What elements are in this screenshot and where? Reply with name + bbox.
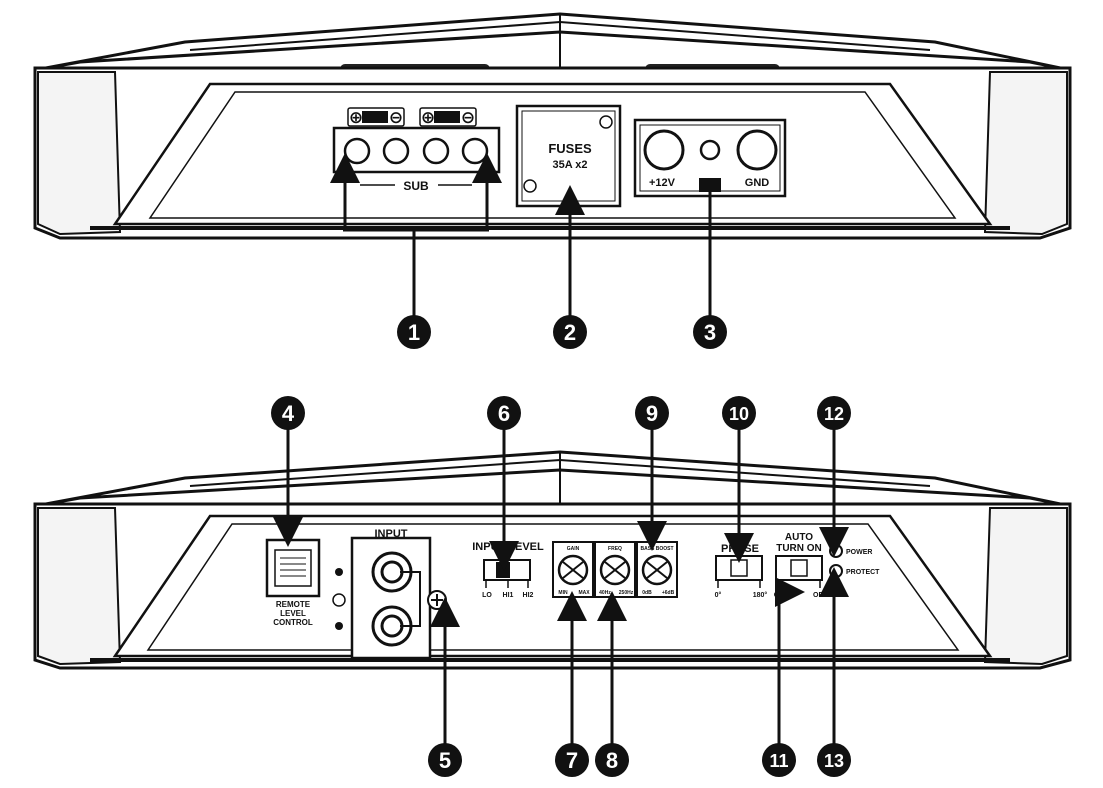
- svg-text:2: 2: [564, 320, 576, 345]
- knob-freq[interactable]: FREQ 40Hz 250Hz: [594, 541, 636, 598]
- auto-label-1: AUTO: [785, 532, 813, 543]
- remote-label-1: REMOTE: [276, 600, 311, 609]
- remote-label-3: CONTROL: [273, 618, 313, 627]
- svg-text:250Hz: 250Hz: [619, 590, 634, 596]
- callout-5: 5: [428, 743, 462, 777]
- remote-level-jack[interactable]: REMOTE LEVEL CONTROL: [265, 538, 321, 627]
- remote-terminal[interactable]: [699, 139, 721, 161]
- bottom-callout-leaders: [273, 428, 849, 744]
- callout-3: 3: [693, 315, 727, 349]
- svg-text:7: 7: [566, 748, 578, 773]
- fuses-title: FUSES: [548, 141, 592, 156]
- callout-2: 2: [553, 315, 587, 349]
- svg-text:10: 10: [729, 404, 749, 424]
- terminal-plus-1: ⊕: [349, 108, 363, 127]
- input-level-opt-hi1: HI1: [503, 592, 514, 599]
- input-screw-2: [332, 593, 346, 607]
- callout-1: 1: [397, 315, 431, 349]
- svg-text:40Hz: 40Hz: [599, 590, 611, 596]
- svg-text:13: 13: [824, 751, 844, 771]
- knob-bass-boost[interactable]: BASS BOOST 0dB +6dB: [636, 541, 678, 598]
- svg-text:0dB: 0dB: [642, 590, 652, 596]
- terminal-plus-2: ⊕: [421, 108, 435, 127]
- svg-text:5: 5: [439, 748, 451, 773]
- power-12v-label: +12V: [649, 177, 676, 189]
- svg-text:4: 4: [282, 401, 295, 426]
- input-screw-1: [335, 568, 343, 576]
- remote-label-2: LEVEL: [280, 609, 306, 618]
- svg-text:9: 9: [646, 401, 658, 426]
- input-level-label: INPUT LEVEL: [472, 541, 544, 553]
- top-callout-leaders: [330, 153, 721, 316]
- sub-terminal-block: ⊕ ⊖ ⊕ ⊖ SUB: [332, 107, 501, 193]
- knob-gain[interactable]: GAIN MIN MAX: [552, 541, 594, 598]
- input-rca-block: INPUT: [332, 528, 447, 660]
- sub-label: SUB: [403, 179, 429, 193]
- svg-text:8: 8: [606, 748, 618, 773]
- callout-6: 6: [487, 396, 521, 430]
- svg-text:GAIN: GAIN: [567, 546, 580, 552]
- callout-13: 13: [817, 743, 851, 777]
- input-level-opt-hi2: HI2: [523, 592, 534, 599]
- phase-opt-0: 0°: [715, 591, 722, 599]
- svg-text:+6dB: +6dB: [662, 590, 675, 596]
- gnd-label: GND: [745, 177, 770, 189]
- callout-7: 7: [555, 743, 589, 777]
- auto-opt-off: OFF: [813, 592, 828, 599]
- callout-9: 9: [635, 396, 669, 430]
- power-led-label: POWER: [846, 549, 872, 556]
- phase-opt-180: 180°: [753, 591, 768, 599]
- callout-4: 4: [271, 396, 305, 430]
- svg-text:3: 3: [704, 320, 716, 345]
- auto-label-2: TURN ON: [776, 543, 822, 554]
- svg-text:12: 12: [824, 404, 844, 424]
- input-level-opt-lo: LO: [482, 592, 492, 599]
- fuse-screw-bottom: [523, 179, 537, 193]
- svg-text:11: 11: [769, 751, 788, 771]
- fuse-screw-top: [599, 115, 613, 129]
- power-12v-terminal[interactable]: [643, 129, 685, 171]
- input-screw-3: [335, 622, 343, 630]
- fuses-rating: 35A x2: [552, 159, 587, 171]
- input-label: INPUT: [375, 528, 408, 540]
- gnd-terminal[interactable]: [736, 129, 778, 171]
- sub-terminal-screw-3[interactable]: [422, 137, 450, 165]
- callout-12: 12: [817, 396, 851, 430]
- callout-11: 11: [762, 743, 796, 777]
- protect-led-label: PROTECT: [846, 569, 880, 576]
- terminal-minus-2: ⊖: [461, 108, 475, 127]
- callout-8: 8: [595, 743, 629, 777]
- svg-text:MIN: MIN: [558, 590, 568, 596]
- fuses-block: FUSES 35A x2: [515, 104, 622, 208]
- svg-text:6: 6: [498, 401, 510, 426]
- svg-text:1: 1: [408, 320, 420, 345]
- svg-text:BASS BOOST: BASS BOOST: [640, 546, 673, 552]
- callout-10: 10: [722, 396, 756, 430]
- svg-text:MAX: MAX: [578, 590, 590, 596]
- sub-terminal-screw-1[interactable]: [343, 137, 371, 165]
- sub-terminal-screw-2[interactable]: [382, 137, 410, 165]
- terminal-minus-1: ⊖: [389, 108, 403, 127]
- sub-terminal-screw-4[interactable]: [461, 137, 489, 165]
- svg-text:FREQ: FREQ: [608, 546, 622, 552]
